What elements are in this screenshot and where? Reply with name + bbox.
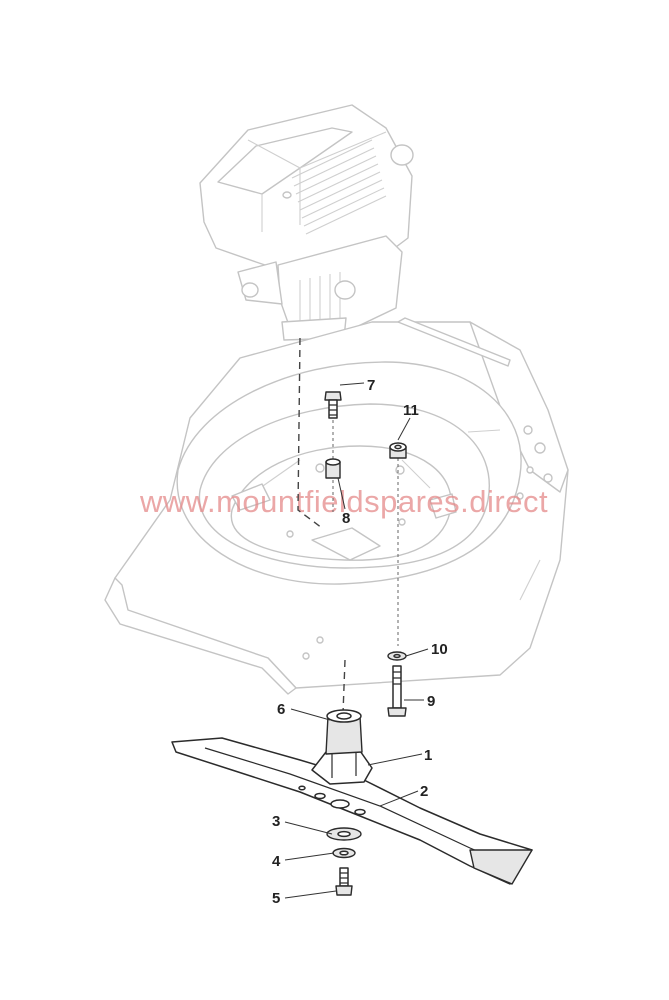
engine-mounting-bolt bbox=[324, 391, 342, 419]
oil-filler-cap bbox=[390, 144, 414, 166]
callout-labels: 1 2 3 4 5 6 7 8 9 10 11 bbox=[272, 377, 448, 907]
callout-4: 4 bbox=[272, 853, 281, 870]
callout-5: 5 bbox=[272, 890, 280, 907]
leader-lines bbox=[284, 382, 429, 899]
callout-10: 10 bbox=[431, 641, 448, 658]
blade-boss bbox=[311, 709, 373, 785]
mower-deck bbox=[104, 317, 569, 695]
washer-large bbox=[326, 827, 362, 841]
carburettor bbox=[237, 261, 283, 305]
engine-cooling-fins bbox=[291, 139, 387, 235]
deck-side-holes bbox=[302, 425, 553, 660]
callout-7: 7 bbox=[367, 377, 375, 394]
callout-2: 2 bbox=[420, 783, 428, 800]
engine bbox=[199, 104, 414, 341]
washer-small bbox=[387, 651, 407, 661]
callout-11: 11 bbox=[403, 402, 419, 419]
callout-1: 1 bbox=[424, 747, 432, 764]
deck-rear-bracket bbox=[397, 317, 511, 367]
deck-nut bbox=[389, 442, 407, 459]
crankcase-ribs bbox=[299, 272, 341, 326]
callout-9: 9 bbox=[427, 693, 435, 710]
blade-bolt bbox=[335, 867, 353, 896]
callout-8: 8 bbox=[342, 510, 350, 527]
spacer bbox=[325, 458, 341, 479]
callout-6: 6 bbox=[277, 701, 285, 718]
callout-3: 3 bbox=[272, 813, 280, 830]
long-bolt bbox=[387, 665, 407, 717]
spring-washer bbox=[332, 847, 356, 859]
